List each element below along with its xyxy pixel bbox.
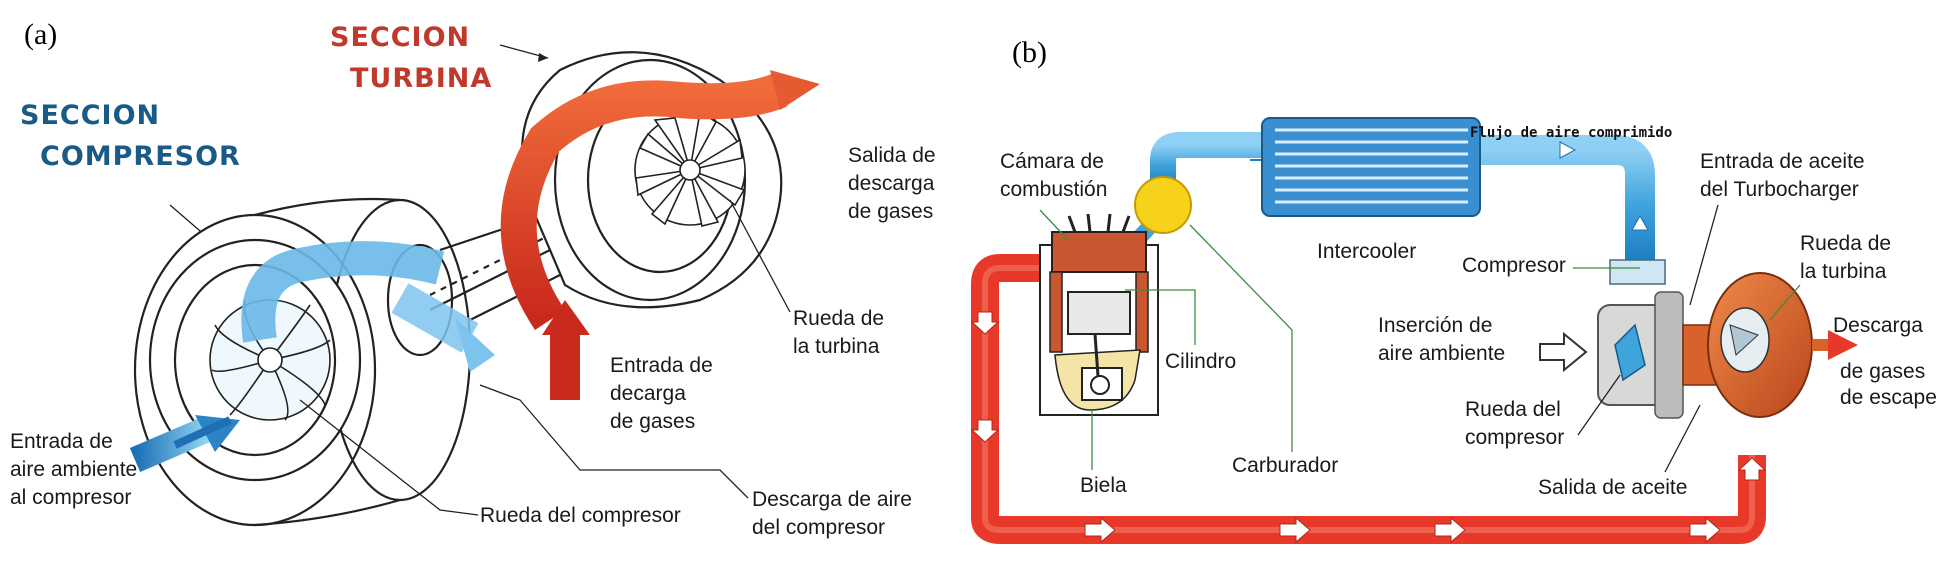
panel-a-tag: (a) (24, 18, 57, 51)
oil-outlet-leader (1664, 404, 1701, 473)
compressor-discharge-label: Descarga de aire del compresor (752, 488, 918, 539)
exhaust-flow (500, 70, 820, 400)
section-compressor-line1: SECCION (20, 100, 160, 131)
ambient-air-insertion-label: Inserción de aire ambiente (1378, 314, 1505, 365)
gas-inlet-arrowhead (542, 300, 590, 335)
cylinder-leader (1125, 289, 1196, 345)
turbine-wheel-leader-a (729, 199, 791, 313)
compressed-air-arrowhead (1559, 141, 1577, 159)
section-compressor-line2: COMPRESOR (40, 141, 241, 172)
exhaust-discharge-label: Descarga de gases de escape (1833, 314, 1936, 409)
turbine-wheel (634, 110, 746, 227)
compressor-wheel-label-a: Rueda del compresor (480, 504, 681, 527)
connecting-rod-label: Biela (1080, 474, 1127, 497)
air-flow (129, 241, 495, 472)
engine-cylinder (1039, 213, 1159, 416)
compressed-air-flow-label: Flujo de aire comprimido (1470, 125, 1672, 141)
intercooler-label: Intercooler (1317, 240, 1416, 263)
turbine-wheel-label-a: Rueda de la turbina (793, 307, 890, 358)
oil-outlet-label: Salida de aceite (1538, 476, 1687, 499)
gas-outlet-arrowhead (770, 70, 820, 110)
compressed-air-pipe (1150, 132, 1655, 260)
ambient-air-arrow (1539, 331, 1588, 373)
exhaust-pipe-loop (971, 254, 1766, 544)
compressor-wheel-label-b: Rueda del compresor (1465, 398, 1567, 449)
carburetor-leader (1189, 224, 1293, 452)
panel-b-tag: (b) (1012, 36, 1047, 69)
gas-inlet-label: Entrada de decarga de gases (610, 354, 719, 433)
panel-b: (b) (970, 36, 1936, 544)
oil-inlet-label: Entrada de aceite del Turbocharger (1700, 150, 1870, 201)
air-inlet-label: Entrada de aire ambiente al compresor (10, 430, 143, 509)
air-discharge-arrowhead (455, 318, 495, 372)
section-turbine-line2: TURBINA (350, 63, 492, 94)
carburetor-label: Carburador (1232, 454, 1338, 477)
turbocharger-unit (1597, 259, 1858, 419)
turbine-wheel-label-b: Rueda de la turbina (1800, 232, 1897, 283)
compressed-air-up-arrowhead (1631, 214, 1649, 231)
compressor-label: Compresor (1462, 254, 1566, 277)
section-turbine-line1: SECCION (330, 22, 470, 53)
combustion-chamber-leader (1039, 209, 1069, 241)
oil-inlet-leader (1689, 204, 1719, 306)
exhaust-flow-arrows (970, 311, 1767, 544)
compressor-wheel-leader-a (299, 399, 479, 516)
gas-outlet-label: Salida de descarga de gases (848, 144, 941, 223)
exhaust-discharge-arrowhead (1828, 330, 1858, 360)
intercooler (1250, 117, 1481, 217)
compressor-wheel-leader-b (1577, 374, 1621, 436)
compressor-discharge-leader (479, 384, 749, 499)
combustion-chamber-label: Cámara de combustión (1000, 150, 1110, 201)
panel-a: (a) SECCION COMPRESOR SECCION TURBINA (10, 18, 941, 539)
turbine-section-arrowhead (538, 53, 548, 62)
cylinder-label: Cilindro (1165, 350, 1236, 373)
turbine-wheel-leader-b (1769, 284, 1801, 321)
